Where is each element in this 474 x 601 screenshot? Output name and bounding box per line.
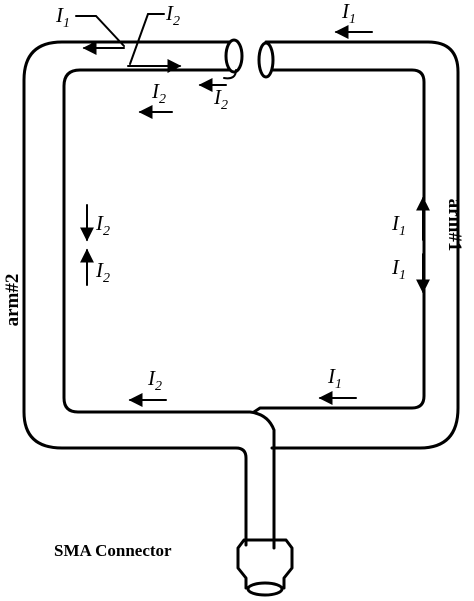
label-i2-top-left: I2 bbox=[165, 1, 180, 29]
left-arm-outer-conductor bbox=[22, 40, 248, 547]
sma-connector-body bbox=[236, 538, 294, 590]
sma-connector-opening bbox=[246, 581, 284, 597]
leader-i1-top-left bbox=[75, 15, 125, 47]
label-i2-left-upper: I2 bbox=[95, 211, 110, 239]
label-i1-top-left: I1 bbox=[55, 3, 70, 31]
arm1-label: arm#1 bbox=[444, 199, 465, 252]
right-arm-inner-conductor bbox=[252, 68, 426, 414]
label-i2-left-lower: I2 bbox=[95, 258, 110, 286]
feed-wire-loop bbox=[223, 69, 237, 80]
label-i1-right-upper: I1 bbox=[391, 211, 406, 239]
label-i2-bottom: I2 bbox=[147, 366, 162, 394]
label-i2-gap: I2 bbox=[213, 85, 228, 113]
label-i1-top-right: I1 bbox=[341, 0, 356, 27]
label-i1-bottom: I1 bbox=[327, 364, 342, 392]
right-arm-outer-conductor bbox=[264, 40, 460, 450]
leader-i2-top-left bbox=[129, 13, 165, 65]
right-arm-end-cap bbox=[257, 41, 275, 79]
label-i2-top-inner: I2 bbox=[151, 79, 166, 107]
sma-connector-label: SMA Connector bbox=[54, 541, 172, 560]
arm2-label: arm#2 bbox=[2, 274, 23, 327]
left-arm-inner-conductor bbox=[62, 68, 276, 550]
left-arm-end-cap bbox=[224, 38, 244, 74]
label-i1-right-lower: I1 bbox=[391, 255, 406, 283]
